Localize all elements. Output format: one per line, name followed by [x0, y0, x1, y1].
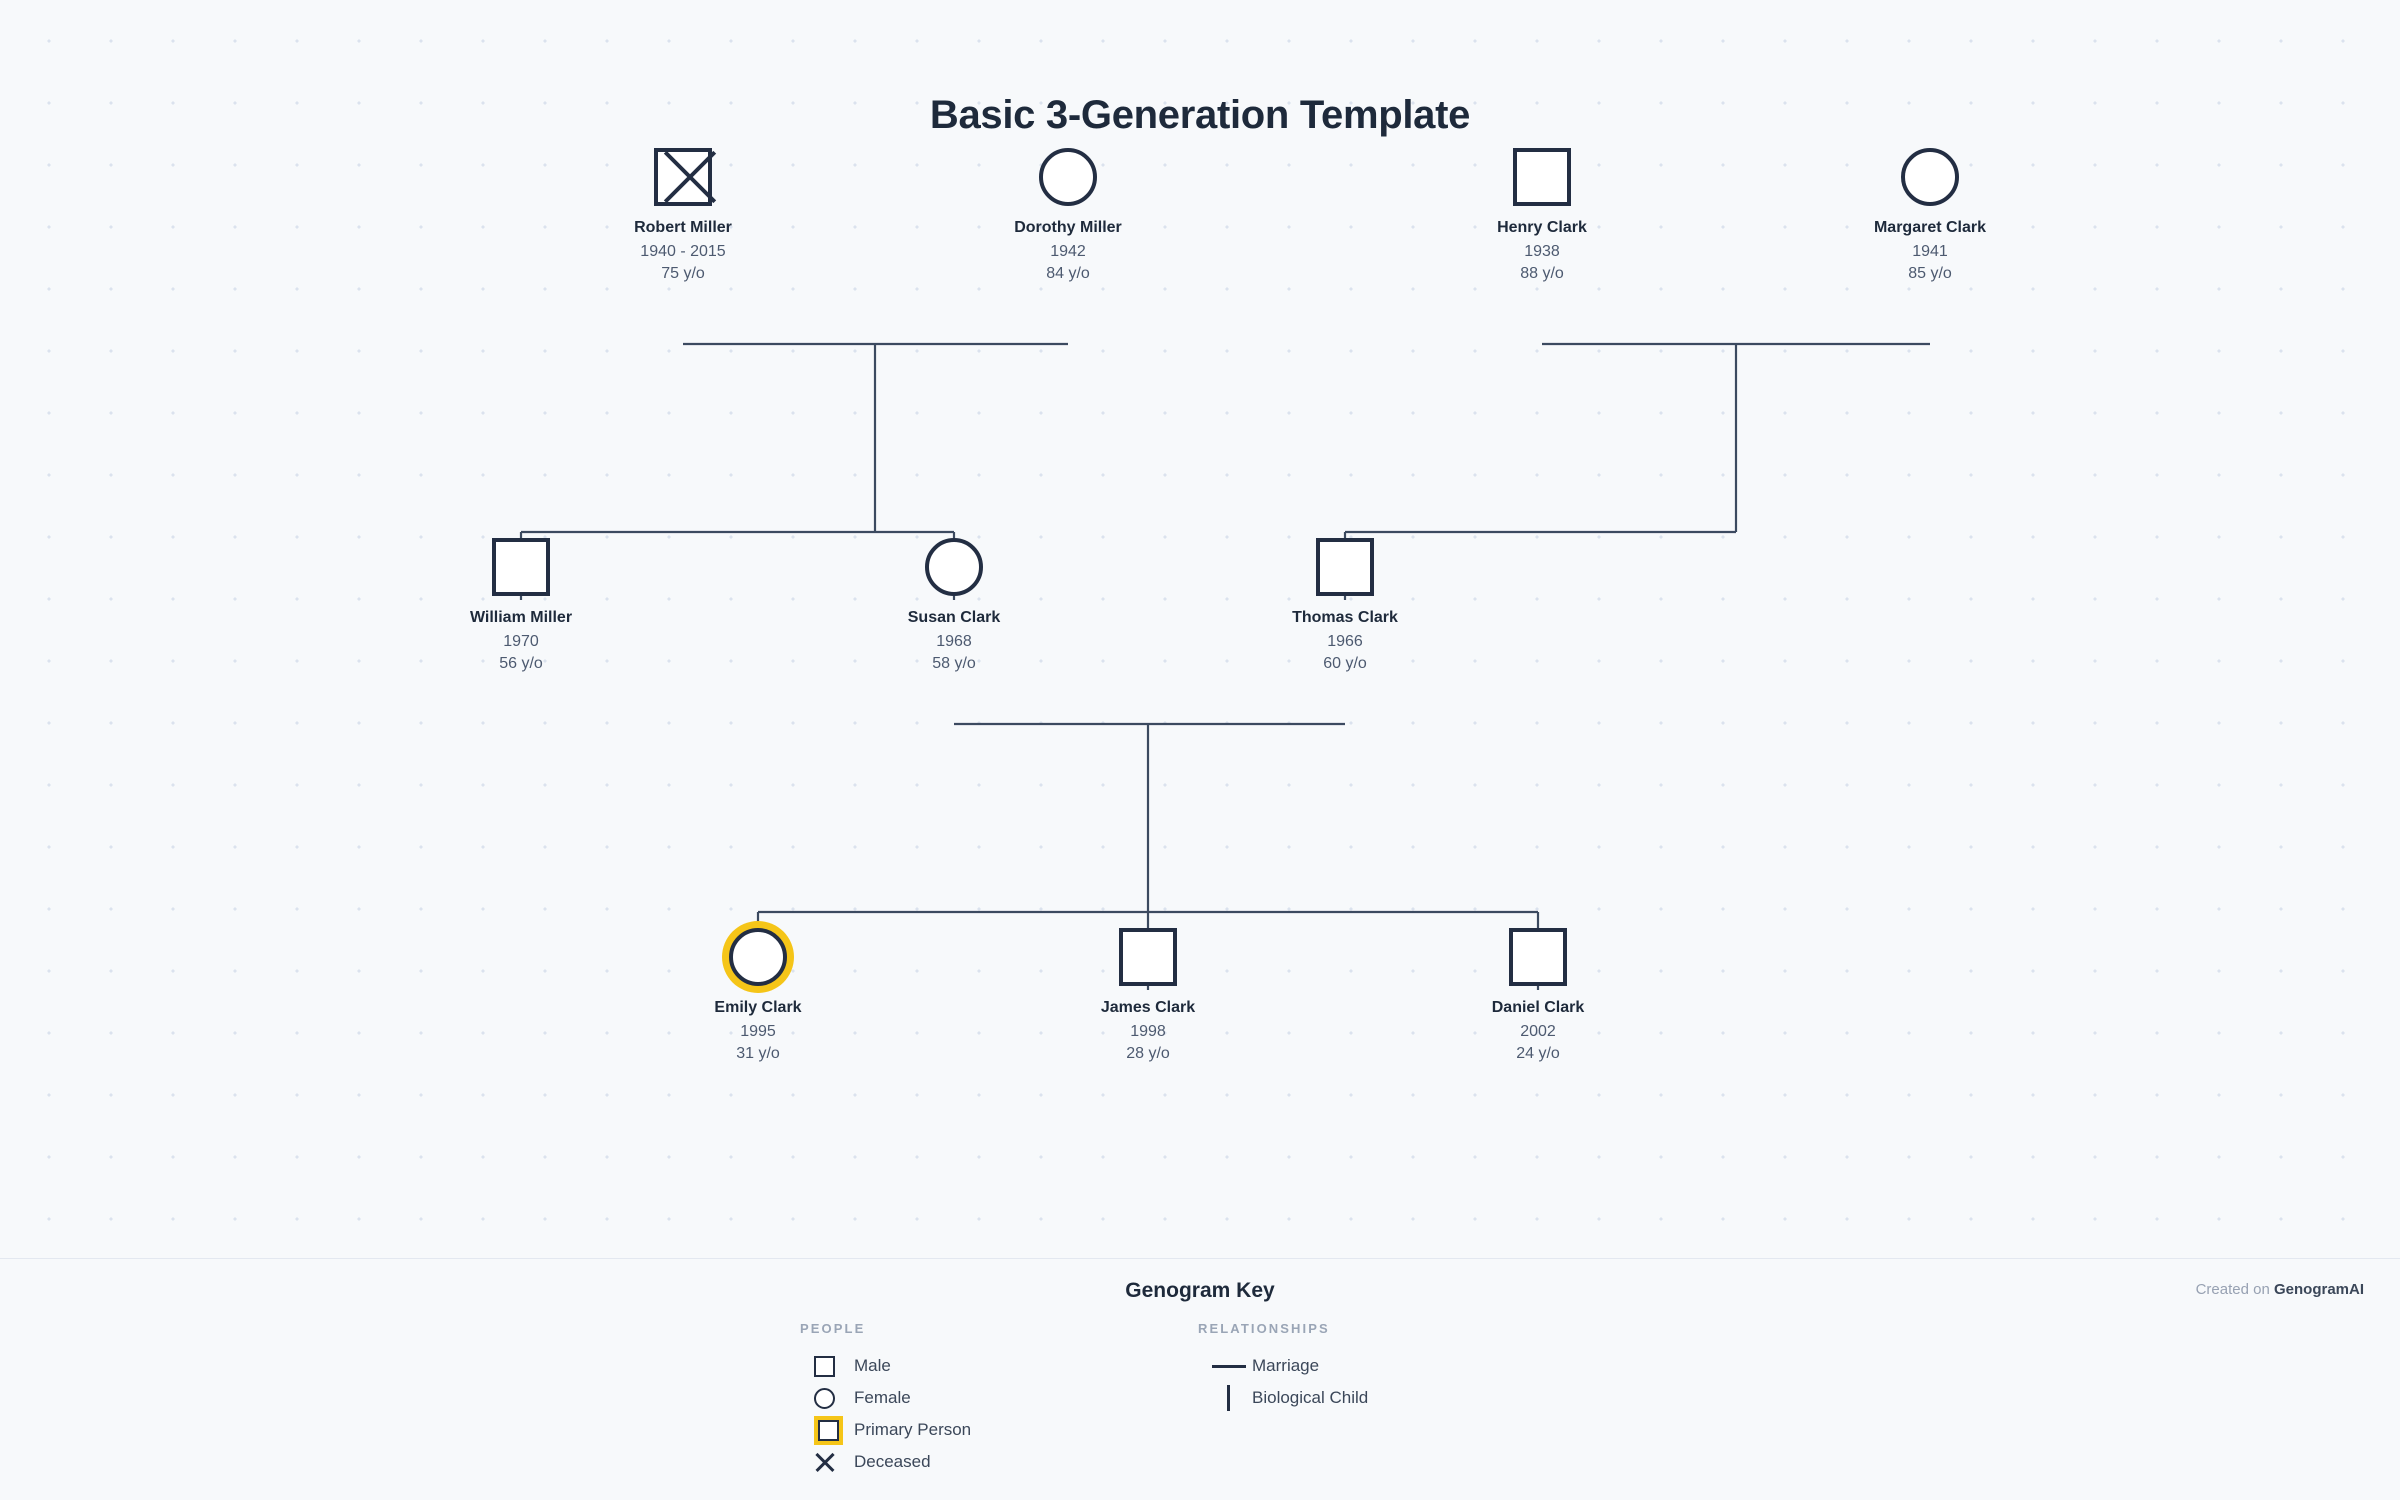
attribution: Created on GenogramAI	[2196, 1281, 2364, 1298]
x-cross-icon	[814, 1452, 854, 1473]
person-years: 1998	[1130, 1023, 1166, 1040]
key-item-marriage: Marriage	[1212, 1350, 1368, 1382]
primary-square-icon	[814, 1419, 854, 1441]
attribution-brand: GenogramAI	[2273, 1281, 2364, 1298]
square-icon[interactable]	[492, 538, 550, 596]
circle-icon-primary[interactable]	[729, 928, 787, 986]
person-name: Emily Clark	[714, 999, 802, 1016]
person-age: 24 y/o	[1516, 1045, 1560, 1062]
key-heading-people: PEOPLE	[800, 1321, 866, 1336]
attribution-prefix: Created on	[2195, 1281, 2274, 1298]
horizontal-line-icon	[1212, 1364, 1252, 1368]
person-shape-wrap	[834, 534, 1074, 600]
person-shape-wrap	[401, 534, 641, 600]
square-icon[interactable]	[1513, 148, 1571, 206]
person-shape-wrap	[1028, 924, 1268, 990]
key-item-primary-person: Primary Person	[814, 1414, 971, 1446]
person-shape-wrap	[1225, 534, 1465, 600]
person-name: James Clark	[1100, 999, 1196, 1016]
square-icon[interactable]	[1509, 928, 1567, 986]
person-shape-wrap	[638, 924, 878, 990]
person-name: Thomas Clark	[1292, 609, 1398, 626]
person-years: 1970	[503, 633, 539, 650]
person-node-emily[interactable]: Emily Clark 1995 31 y/o	[638, 924, 878, 1064]
square-icon	[814, 1355, 854, 1377]
person-node-robert[interactable]: Robert Miller 1940 - 2015 75 y/o	[563, 144, 803, 284]
key-title: Genogram Key	[1125, 1279, 1275, 1302]
person-age: 28 y/o	[1126, 1045, 1170, 1062]
person-name: Robert Miller	[634, 219, 732, 236]
vertical-line-icon	[1212, 1385, 1252, 1411]
genogram-key-footer: Genogram Key PEOPLE Male Female Primary …	[0, 1258, 2400, 1500]
person-name: Susan Clark	[907, 609, 1001, 626]
person-node-henry[interactable]: Henry Clark 1938 88 y/o	[1422, 144, 1662, 284]
person-age: 75 y/o	[661, 265, 705, 282]
key-label-marriage: Marriage	[1252, 1356, 1320, 1375]
key-item-female: Female	[814, 1382, 971, 1414]
person-years: 2002	[1520, 1023, 1556, 1040]
person-years: 1940 - 2015	[640, 243, 726, 260]
person-name: Margaret Clark	[1873, 219, 1987, 236]
person-years: 1995	[740, 1023, 776, 1040]
key-column-relationships: RELATIONSHIPS Marriage Biological Child	[1198, 1321, 1368, 1414]
key-label-female: Female	[854, 1388, 911, 1407]
person-shape-wrap	[948, 144, 1188, 210]
person-years: 1938	[1524, 243, 1560, 260]
person-years: 1941	[1912, 243, 1948, 260]
person-name: Dorothy Miller	[1014, 219, 1122, 236]
person-name: William Miller	[469, 609, 573, 626]
person-age: 31 y/o	[736, 1045, 780, 1062]
person-years: 1966	[1327, 633, 1363, 650]
square-icon[interactable]	[1316, 538, 1374, 596]
key-item-biological-child: Biological Child	[1212, 1382, 1368, 1414]
person-name: Henry Clark	[1497, 219, 1587, 236]
person-shape-wrap	[1422, 144, 1662, 210]
key-label-biological-child: Biological Child	[1252, 1388, 1369, 1407]
key-label-male: Male	[854, 1356, 891, 1375]
person-node-william[interactable]: William Miller 1970 56 y/o	[401, 534, 641, 674]
person-name: Daniel Clark	[1491, 999, 1585, 1016]
person-shape-wrap	[563, 144, 803, 210]
circle-icon	[814, 1387, 854, 1409]
person-years: 1942	[1050, 243, 1086, 260]
person-node-margaret[interactable]: Margaret Clark 1941 85 y/o	[1810, 144, 2050, 284]
key-item-male: Male	[814, 1350, 971, 1382]
person-shape-wrap	[1418, 924, 1658, 990]
person-node-susan[interactable]: Susan Clark 1968 58 y/o	[834, 534, 1074, 674]
key-heading-relationships: RELATIONSHIPS	[1198, 1321, 1330, 1336]
person-node-dorothy[interactable]: Dorothy Miller 1942 84 y/o	[948, 144, 1188, 284]
person-years: 1968	[936, 633, 972, 650]
person-age: 88 y/o	[1520, 265, 1564, 282]
square-icon[interactable]	[1119, 928, 1177, 986]
person-age: 60 y/o	[1323, 655, 1367, 672]
person-node-thomas[interactable]: Thomas Clark 1966 60 y/o	[1225, 534, 1465, 674]
circle-icon[interactable]	[925, 538, 983, 596]
page-title: Basic 3-Generation Template	[929, 93, 1471, 137]
key-column-people: PEOPLE Male Female Primary Person Deceas…	[800, 1321, 971, 1478]
key-label-primary-person: Primary Person	[854, 1420, 972, 1439]
genogram-canvas[interactable]: Basic 3-Generation Template Robert Mille…	[0, 0, 2400, 1258]
person-age: 84 y/o	[1046, 265, 1090, 282]
circle-icon[interactable]	[1901, 148, 1959, 206]
person-shape-wrap	[1810, 144, 2050, 210]
key-item-deceased: Deceased	[814, 1446, 971, 1478]
square-icon-deceased[interactable]	[654, 148, 712, 206]
person-node-james[interactable]: James Clark 1998 28 y/o	[1028, 924, 1268, 1064]
circle-icon[interactable]	[1039, 148, 1097, 206]
person-age: 85 y/o	[1908, 265, 1952, 282]
person-age: 56 y/o	[499, 655, 543, 672]
person-node-daniel[interactable]: Daniel Clark 2002 24 y/o	[1418, 924, 1658, 1064]
person-age: 58 y/o	[932, 655, 976, 672]
key-label-deceased: Deceased	[854, 1452, 931, 1471]
